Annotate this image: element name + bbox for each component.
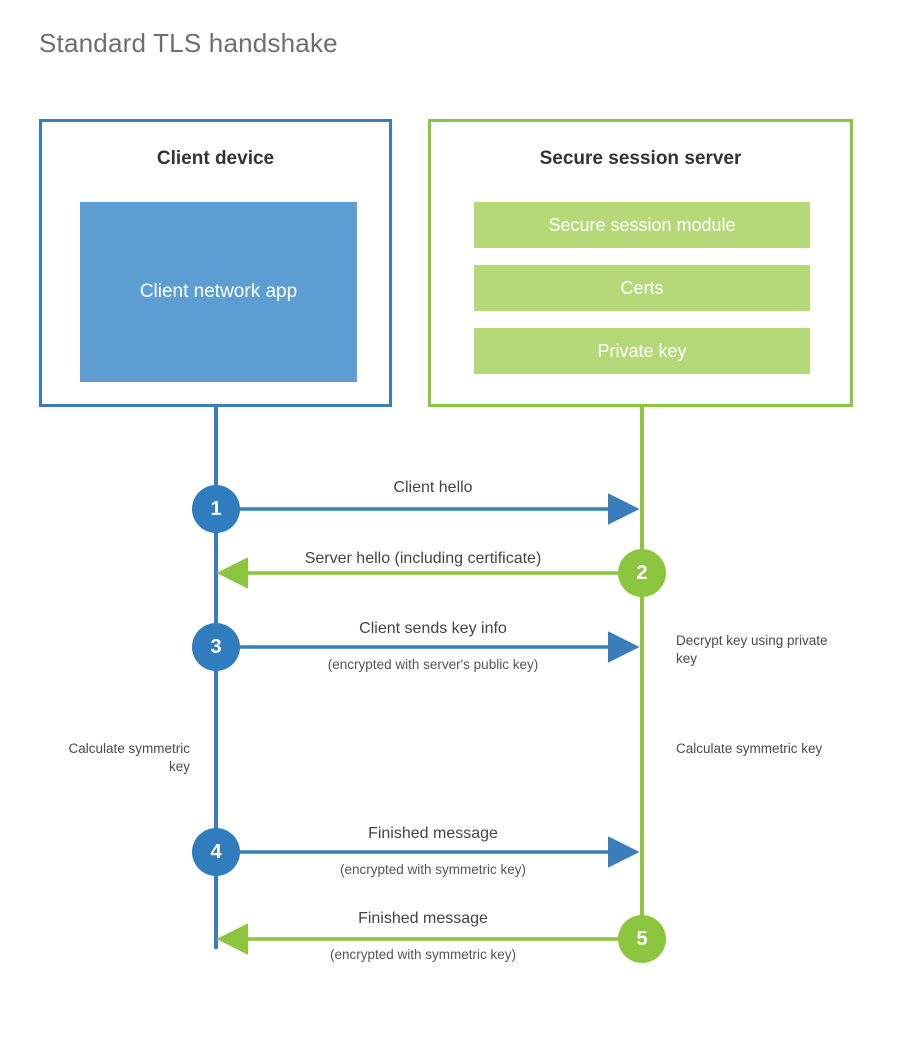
step-marker-4: 4 <box>192 828 240 876</box>
server-component-private-key: Private key <box>474 328 810 374</box>
client-network-app-block: Client network app <box>80 202 357 382</box>
annotation-server-decrypt: Decrypt key using private key <box>676 633 828 667</box>
server-lifeline <box>640 404 644 939</box>
message-label-2: Server hello (including certificate) <box>304 550 542 567</box>
step-marker-5: 5 <box>618 915 666 963</box>
message-sublabel-4: (encrypted with symmetric key) <box>339 862 527 877</box>
message-label-4: Finished message <box>368 825 498 842</box>
message-sublabel-3: (encrypted with server's public key) <box>327 657 539 672</box>
client-device-title: Client device <box>156 148 275 169</box>
server-component-secure-session-module: Secure session module <box>474 202 810 248</box>
page-title: Standard TLS handshake <box>39 28 338 58</box>
step-marker-1: 1 <box>192 485 240 533</box>
secure-session-server-box: Secure session server Secure session mod… <box>428 119 853 407</box>
secure-session-server-title: Secure session server <box>539 148 742 169</box>
client-lifeline <box>214 404 218 949</box>
annotation-server-calculate-symmetric-key: Calculate symmetric key <box>676 741 823 756</box>
step-marker-2: 2 <box>618 549 666 597</box>
client-device-box: Client device Client network app <box>39 119 392 407</box>
message-sublabel-5: (encrypted with symmetric key) <box>329 947 517 962</box>
step-marker-3: 3 <box>192 623 240 671</box>
message-label-3: Client sends key info <box>359 620 507 637</box>
annotation-client-calculate-symmetric-key: Calculate symmetric key <box>68 741 190 775</box>
message-label-1: Client hello <box>393 479 473 496</box>
server-component-certs: Certs <box>474 265 810 311</box>
message-label-5: Finished message <box>358 910 488 927</box>
